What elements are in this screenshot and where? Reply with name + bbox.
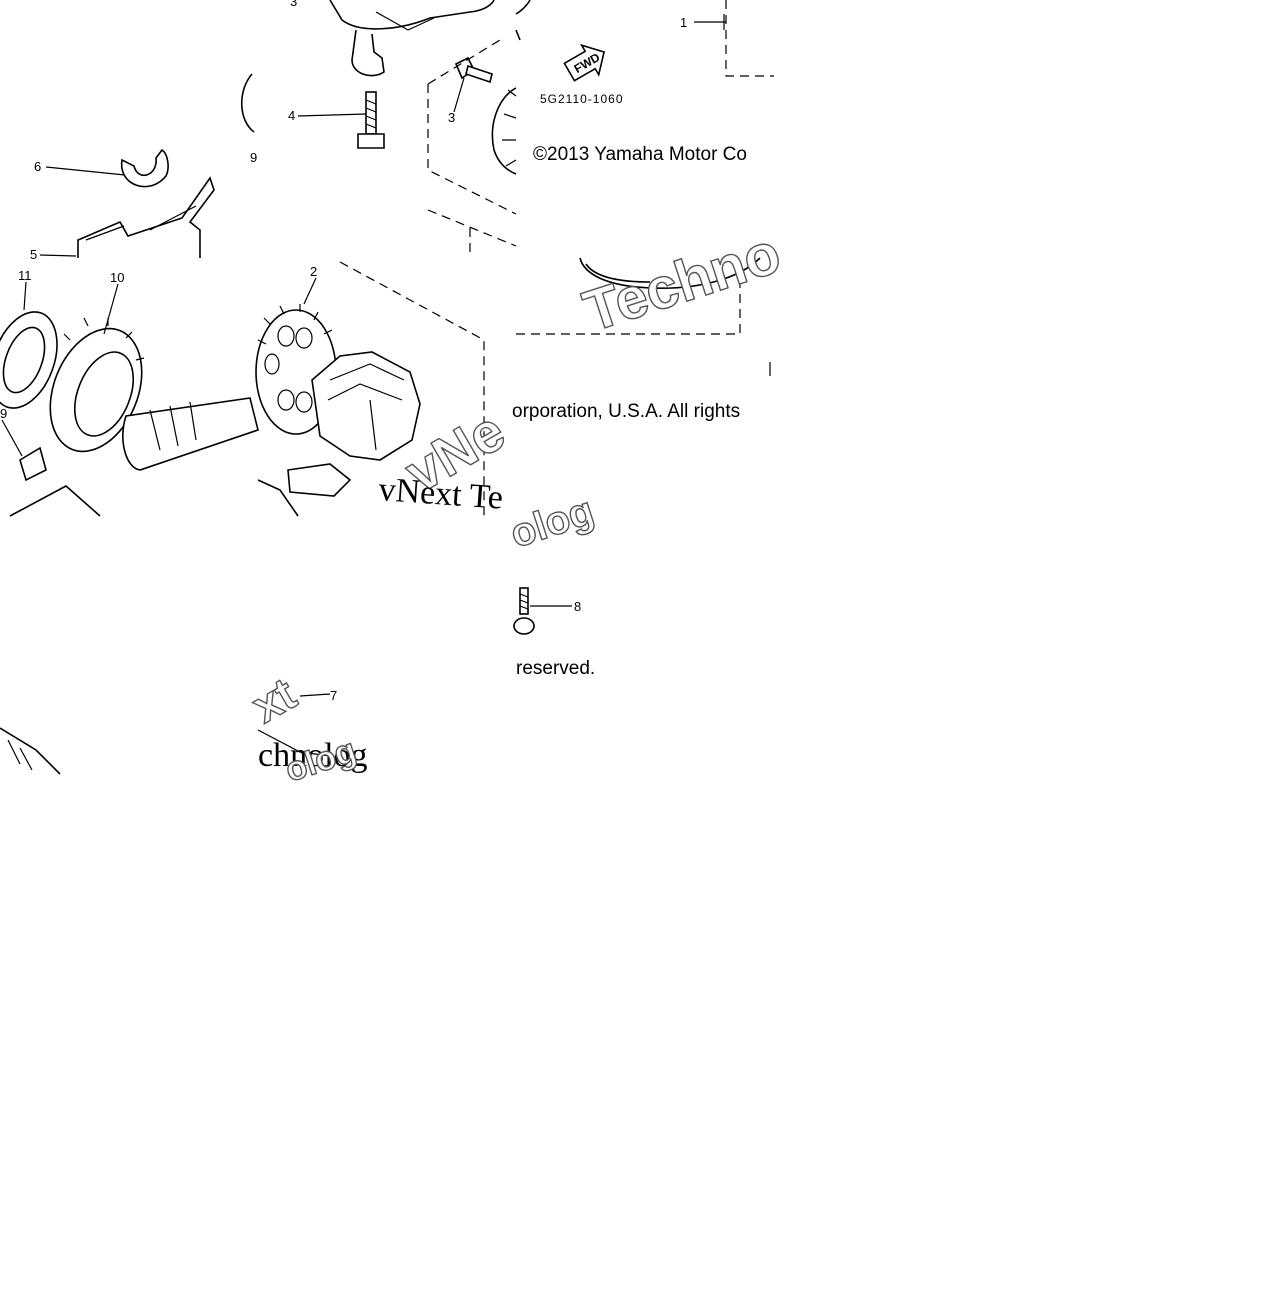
sprocket-hole-2 [295,327,313,349]
bolt-shaft-small [465,64,493,84]
pump-arm-upper [329,0,495,30]
leader-4 [297,113,367,117]
fragment-line [257,729,331,757]
bearing-inner [2,326,46,394]
copyright-line-3: reserved. [516,658,595,679]
leader-11 [23,281,27,311]
leader-9 [1,419,23,457]
sprocket-teeth [257,304,333,345]
sprocket-hole-4 [277,389,295,411]
shaft-splines [149,401,197,451]
copyright-line-2: orporation, U.S.A. All rights [512,401,740,422]
tile-top-right: 1 FWD 5G2110-1060 ©2013 Yamaha Motor Co [515,0,774,165]
gear-lower-arc [579,257,761,290]
leader-10 [103,283,119,335]
gear-edge [491,87,517,175]
casing-outline-right [725,0,774,77]
tile-top-center: 4 3 3 [288,0,517,258]
bolt-head [357,133,385,149]
callout-7: 7 [330,688,337,703]
callout-1: 1 [680,15,687,30]
tile-bottom-left [0,727,61,775]
copyright-line-1: ©2013 Yamaha Motor Co [533,144,747,165]
watermark-serif-1: vNext Te [377,471,504,517]
watermark-serif-2: chnolog [258,737,368,774]
leader-5 [39,254,77,257]
gear-hub [73,351,135,437]
callout-10: 10 [110,270,124,285]
gear-teeth-10 [63,317,145,361]
watermark-outline-4: xt [243,667,304,732]
callout-8: 8 [574,599,581,614]
leader-2 [303,277,317,305]
tile-middle-left: 11 10 9 [0,268,259,517]
gear-arc [515,0,531,41]
callout-6: 6 [34,159,41,174]
pump-detail [375,11,435,31]
bolt-thread [365,99,377,129]
pump-body [311,351,421,461]
bracket-part [77,176,215,258]
sprocket-hole-3 [264,353,280,375]
shaft-body [122,397,259,471]
tile-center: 2 [255,261,485,517]
oval-part-edge [241,73,255,133]
sprocket-hole-5 [295,391,313,413]
part-code: 5G2110-1060 [540,92,624,106]
leader-7 [299,693,331,697]
callout-3-edge: 3 [290,0,297,9]
leader-3 [453,77,465,113]
pump-arm [287,463,352,497]
small-key-part [19,446,47,482]
gear-lower-arc-inner [585,263,651,283]
leader-6 [45,166,126,176]
fwd-arrow-icon: FWD [563,43,606,82]
callout-3-top: 3 [448,110,455,125]
bolt-8-thread [519,593,529,610]
shaft-fragment [0,727,61,775]
tile-bottom-right: 8 reserved. [513,587,595,679]
callout-4: 4 [288,108,295,123]
watermark-outline-1: Techno [576,220,788,344]
watermark-layer: Techno vNe vNext Te olog xt chnolog olog [242,219,788,790]
shaft-fragment-detail [7,739,33,771]
tile-top-left: 6 5 9 [30,73,257,262]
watermark-outline-3: olog [505,489,599,557]
bolt-8-head [513,617,535,635]
tile-bottom-center: 7 [257,688,337,757]
callout-9-top: 9 [250,150,257,165]
gear-teeth [502,89,517,167]
pump-ribs [327,363,405,451]
bracket-detail [85,205,197,241]
callout-9: 9 [0,406,7,421]
callout-5: 5 [30,247,37,262]
callout-2: 2 [310,264,317,279]
shaft-end [257,479,299,517]
sprocket-hole-1 [277,325,295,347]
tile-middle-right: orporation, U.S.A. All rights [512,257,771,422]
callout-11: 11 [18,268,32,283]
frame-edge [9,485,101,517]
u-washer-part [121,148,169,188]
pump-foot [351,29,385,77]
